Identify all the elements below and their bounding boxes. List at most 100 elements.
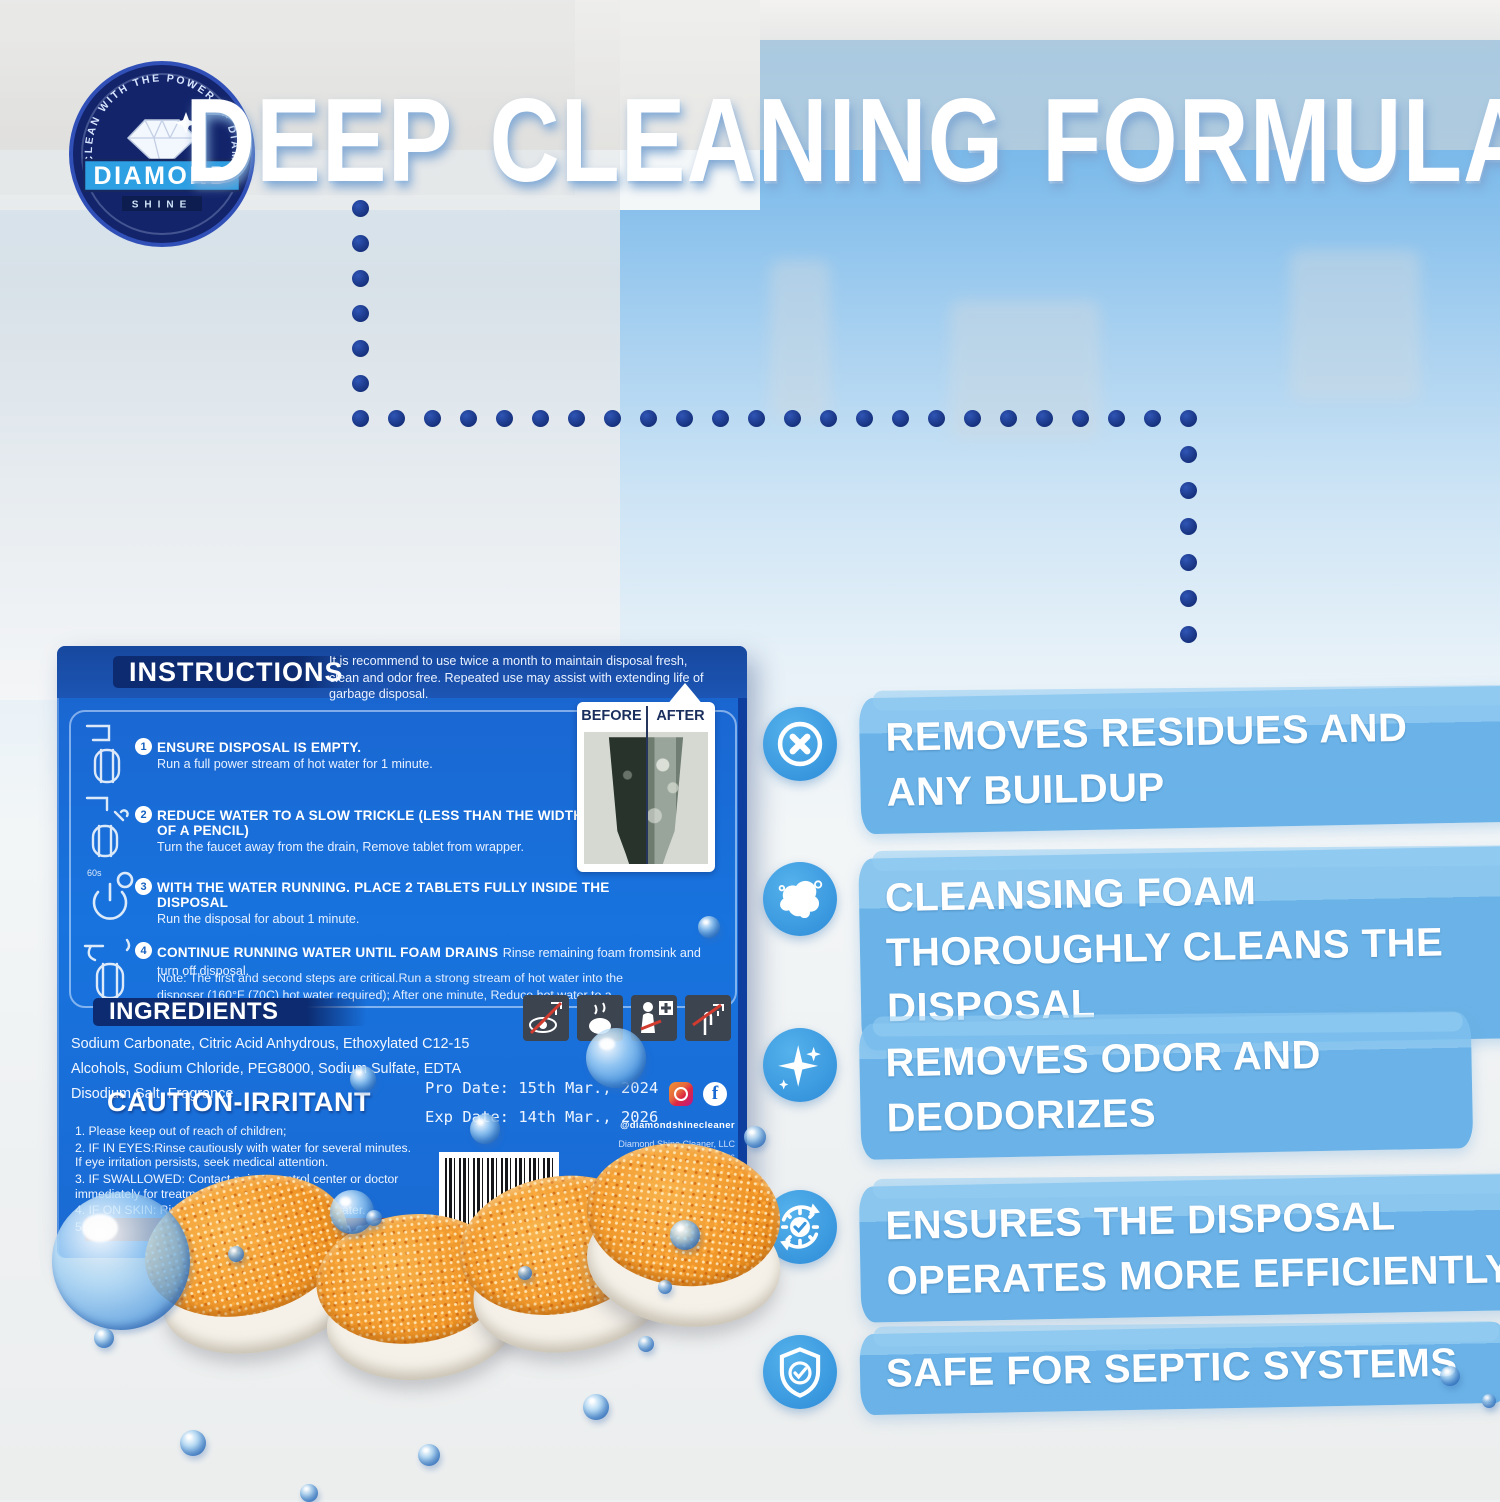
- foam-icon: [763, 862, 837, 936]
- caution-item: 1. Please keep out of reach of children;: [75, 1124, 287, 1138]
- step-number: 2: [135, 806, 152, 823]
- faucet-silhouette: [770, 260, 830, 420]
- path-dot: [784, 410, 801, 427]
- caution-item: 2. IF IN EYES:Rinse cautiously with wate…: [75, 1140, 411, 1170]
- instructions-intro: It is recommend to use twice a month to …: [329, 654, 704, 702]
- water-droplet: [670, 1220, 700, 1250]
- instruction-step: 2 REDUCE WATER TO A SLOW TRICKLE (LESS T…: [135, 806, 587, 854]
- before-after-divider: [646, 706, 648, 864]
- path-dot: [1036, 410, 1053, 427]
- eye-wash-warning-icon: [523, 995, 569, 1041]
- before-after-panel: BEFORE AFTER: [577, 702, 715, 872]
- page-title: DEEP CLEANING FORMULA: [185, 73, 1500, 207]
- path-dot: [1180, 518, 1197, 535]
- step-title: WITH THE WATER RUNNING. PLACE 2 TABLETS …: [157, 880, 610, 910]
- step-title: CONTINUE RUNNING WATER UNTIL FOAM DRAINS: [157, 945, 499, 960]
- water-droplet: [300, 1484, 318, 1502]
- step-detail: Rinse remaining foam fromsink and turn o…: [157, 946, 701, 978]
- path-dot: [1180, 482, 1197, 499]
- water-droplet: [366, 1210, 382, 1226]
- path-dot: [496, 410, 513, 427]
- social-handle: @diamondshinecleaner: [620, 1120, 735, 1131]
- faucet-trickle-diagram-icon: [85, 796, 129, 858]
- path-dot: [676, 410, 693, 427]
- path-dot: [604, 410, 621, 427]
- water-droplet: [586, 1028, 646, 1088]
- water-droplet: [350, 1066, 376, 1092]
- before-label: BEFORE: [581, 708, 642, 724]
- step-detail: Run the disposal for about 1 minute.: [157, 912, 360, 926]
- water-droplet: [518, 1266, 532, 1280]
- path-dot: [388, 410, 405, 427]
- path-dot: [352, 305, 369, 322]
- path-dot: [1108, 410, 1125, 427]
- instruction-step: 4 CONTINUE RUNNING WATER UNTIL FOAM DRAI…: [135, 942, 717, 980]
- path-dot: [1180, 410, 1197, 427]
- shield-check-icon: [763, 1335, 837, 1409]
- path-dot: [460, 410, 477, 427]
- path-dot: [352, 235, 369, 252]
- water-droplet: [1482, 1394, 1496, 1408]
- svg-text:60s: 60s: [87, 868, 102, 878]
- path-dot: [964, 410, 981, 427]
- logo-subname-text: SHINE: [132, 200, 193, 211]
- path-dot: [1180, 590, 1197, 607]
- path-dot: [820, 410, 837, 427]
- diamond-shine-logo-icon: CLEAN WITH THE POWER OF DIAMOND DIAMOND …: [63, 51, 255, 247]
- feature-banner: REMOVES RESIDUES AND ANY BUILDUP: [858, 685, 1500, 835]
- disposal-power-diagram-icon: 60s: [87, 868, 134, 920]
- path-dot: [892, 410, 909, 427]
- diamond-gem-icon: [126, 112, 198, 172]
- logo-name-text: DIAMOND: [94, 162, 231, 190]
- sink-pipe-diagram-icon: [85, 724, 121, 784]
- water-droplet: [228, 1246, 244, 1262]
- no-touch-warning-icon: [685, 995, 731, 1041]
- instruction-step: 3 WITH THE WATER RUNNING. PLACE 2 TABLET…: [135, 878, 657, 926]
- foam-drain-diagram-icon: [83, 938, 131, 1000]
- water-droplet: [180, 1430, 206, 1456]
- feature-banner: REMOVES ODOR AND DEODORIZES: [858, 1012, 1474, 1161]
- water-droplet: [330, 1190, 374, 1234]
- path-dot: [352, 200, 369, 217]
- water-droplet: [698, 916, 720, 938]
- sparkle-icon: [763, 1028, 837, 1102]
- path-dot: [712, 410, 729, 427]
- instagram-icon: [669, 1082, 693, 1106]
- water-droplet: [583, 1394, 609, 1420]
- feature-banner: SAFE FOR SEPTIC SYSTEMS: [859, 1321, 1500, 1416]
- step-detail: Run a full power stream of hot water for…: [157, 757, 433, 771]
- path-dot: [352, 270, 369, 287]
- instructions-heading: INSTRUCTIONS: [113, 656, 354, 688]
- ingredients-heading: INGREDIENTS: [93, 998, 367, 1026]
- step-title: ENSURE DISPOSAL IS EMPTY.: [157, 740, 362, 755]
- step-number: 3: [135, 878, 152, 895]
- path-dot: [352, 410, 369, 427]
- path-dot: [1180, 554, 1197, 571]
- medical-attention-warning-icon: [631, 995, 677, 1041]
- path-dot: [568, 410, 585, 427]
- circle-x-icon: [763, 707, 837, 781]
- step-number: 1: [135, 738, 152, 755]
- water-droplet: [52, 1192, 190, 1330]
- step-number: 4: [135, 942, 152, 959]
- brand-logo: CLEAN WITH THE POWER OF DIAMOND DIAMOND …: [63, 51, 256, 248]
- step-title: REDUCE WATER TO A SLOW TRICKLE (LESS THA…: [157, 808, 584, 838]
- path-dot: [748, 410, 765, 427]
- path-dot: [1144, 410, 1161, 427]
- path-dot: [1180, 626, 1197, 643]
- path-dot: [532, 410, 549, 427]
- water-droplet: [1440, 1366, 1460, 1386]
- after-label: AFTER: [656, 708, 705, 724]
- step-detail: Turn the faucet away from the drain, Rem…: [157, 840, 525, 854]
- path-dot: [1000, 410, 1017, 427]
- instruction-step: 1 ENSURE DISPOSAL IS EMPTY. Run a full p…: [135, 738, 587, 771]
- path-dot: [1180, 446, 1197, 463]
- instructions-steps-panel: 60s 1 ENSURE DISPOSAL IS EMPTY. Run a fu…: [69, 710, 737, 1018]
- path-dot: [928, 410, 945, 427]
- path-dot: [640, 410, 657, 427]
- water-droplet: [744, 1126, 766, 1148]
- warning-pictograms: [523, 995, 731, 1041]
- water-droplet: [638, 1336, 654, 1352]
- path-dot: [1072, 410, 1089, 427]
